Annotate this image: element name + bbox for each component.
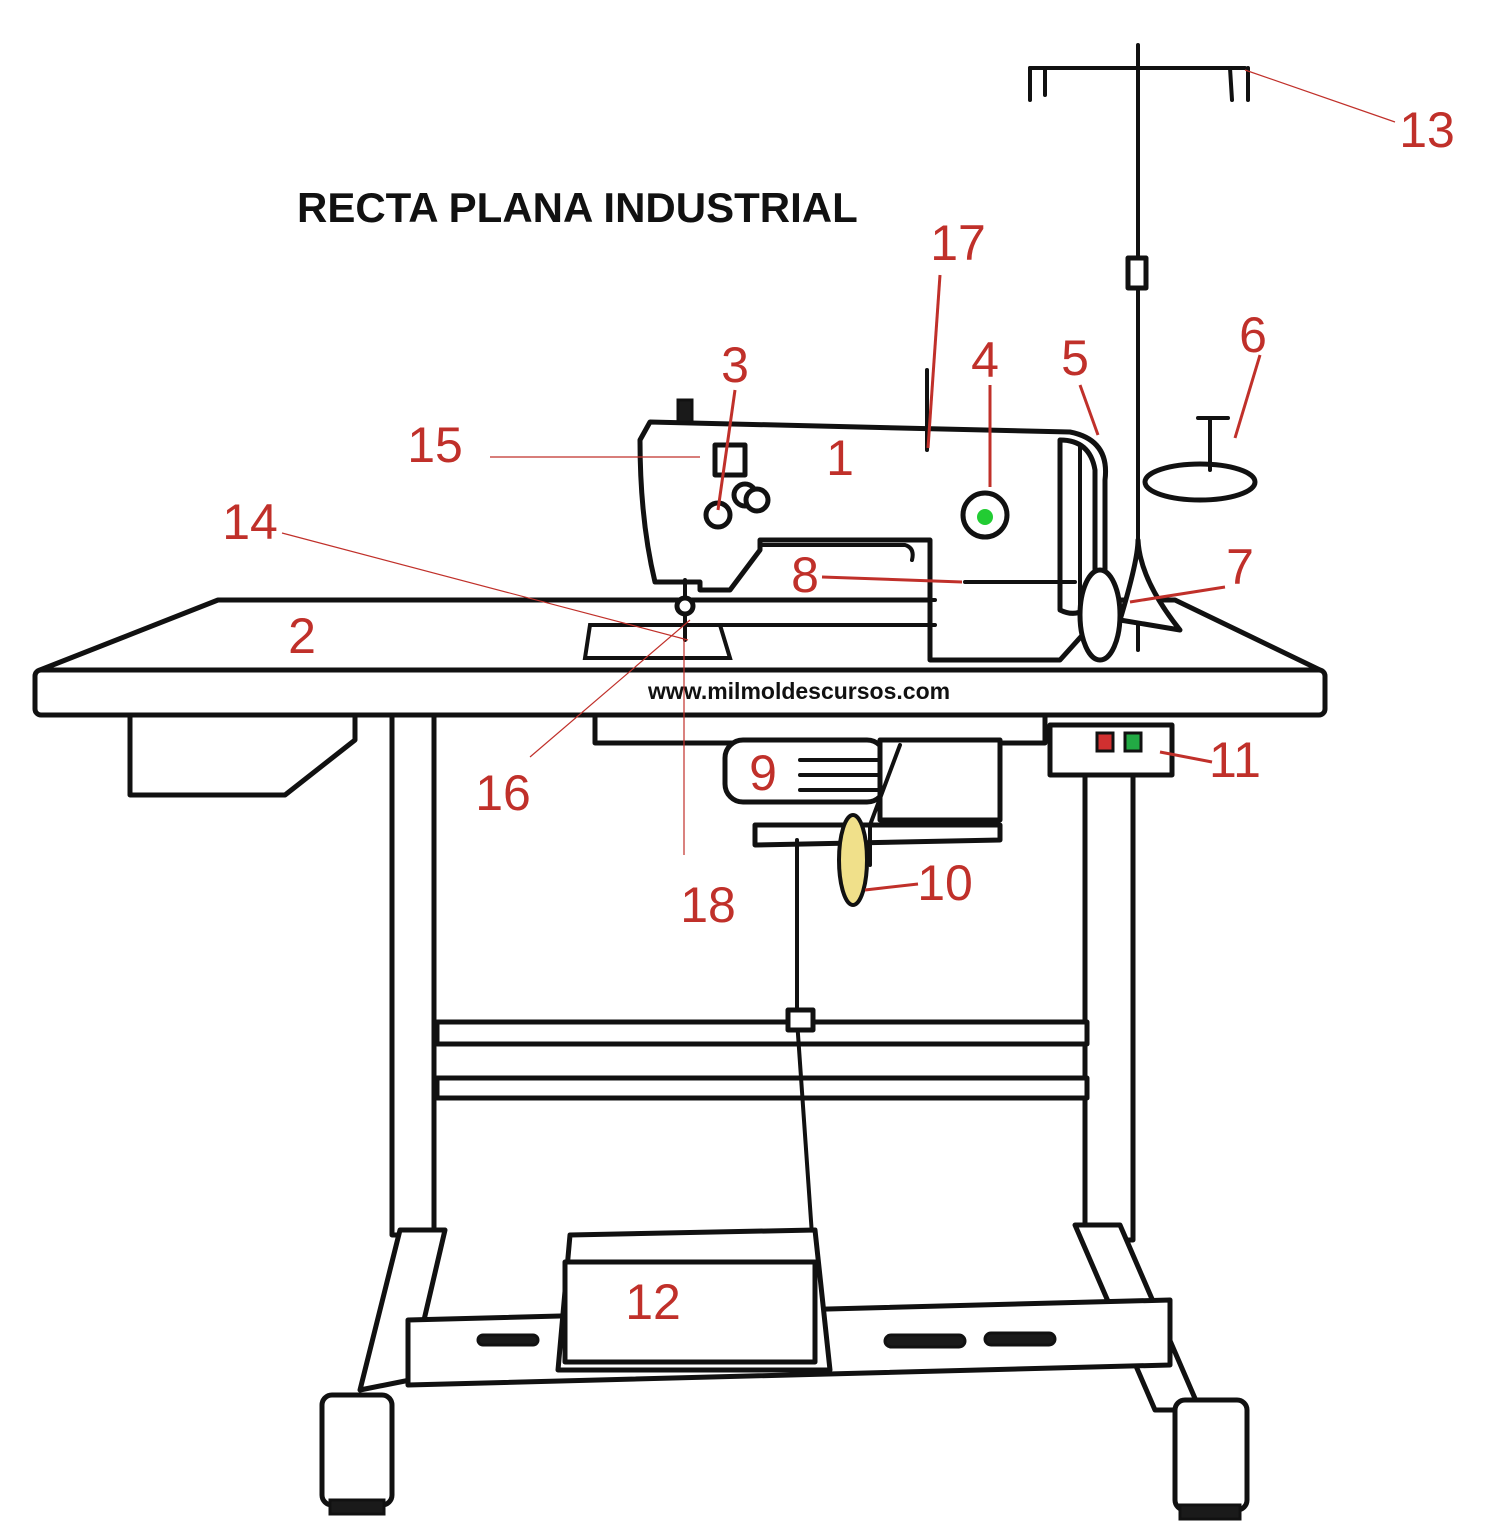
motor bbox=[592, 712, 1175, 848]
label-8-reverse-lever: 8 bbox=[791, 547, 819, 603]
label-17-thread-guide: 17 bbox=[930, 215, 986, 271]
knee-lifter bbox=[785, 743, 902, 1237]
label-18-needle-plate: 18 bbox=[680, 877, 736, 933]
label-2-table: 2 bbox=[288, 608, 316, 664]
website-url: www.milmoldescursos.com bbox=[647, 678, 950, 704]
label-5-handwheel: 5 bbox=[1061, 330, 1089, 386]
stand-frame bbox=[319, 712, 1250, 1521]
thread-stand bbox=[1028, 43, 1258, 652]
label-6-bobbin-winder: 6 bbox=[1239, 307, 1267, 363]
label-16-feed-dog: 16 bbox=[475, 765, 531, 821]
label-9-motor: 9 bbox=[749, 745, 777, 801]
label-14-presser-foot: 14 bbox=[222, 494, 278, 550]
label-10-knee-lifter: 10 bbox=[917, 855, 973, 911]
label-3-tension: 3 bbox=[721, 337, 749, 393]
label-1-arm: 1 bbox=[826, 430, 854, 486]
diagram-title: RECTA PLANA INDUSTRIAL bbox=[297, 184, 858, 231]
label-15-needle-bar: 15 bbox=[407, 417, 463, 473]
indicator-green-dot bbox=[977, 509, 993, 525]
label-4-stitch-dial: 4 bbox=[971, 332, 999, 388]
leader-lines bbox=[281, 69, 1396, 892]
switch-red[interactable] bbox=[1095, 731, 1115, 753]
label-11-switch: 11 bbox=[1209, 732, 1261, 788]
drawer bbox=[127, 712, 358, 798]
label-7-belt: 7 bbox=[1226, 539, 1254, 595]
label-13-thread-stand: 13 bbox=[1399, 102, 1455, 158]
label-12-pedal: 12 bbox=[625, 1274, 681, 1330]
switch-green[interactable] bbox=[1123, 731, 1143, 753]
